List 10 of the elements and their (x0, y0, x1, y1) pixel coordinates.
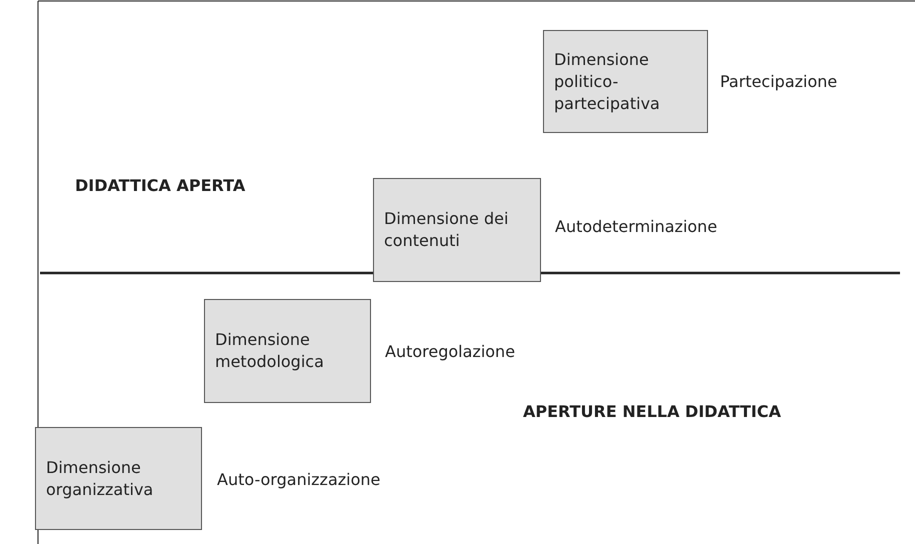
dimension-caption: Auto-organizzazione (217, 470, 380, 489)
dimension-box: Dimensione politico-partecipativa (543, 30, 708, 133)
dimension-caption: Autodeterminazione (555, 217, 718, 236)
dimension-box: Dimensione dei contenuti (373, 178, 541, 282)
dimension-box: Dimensione organizzativa (35, 427, 202, 530)
dimension-caption: Autoregolazione (385, 342, 516, 361)
section-heading: APERTURE NELLA DIDATTICA (523, 402, 781, 421)
dimension-box: Dimensione metodologica (204, 299, 371, 403)
section-heading: DIDATTICA APERTA (75, 176, 246, 195)
dimension-caption: Partecipazione (720, 72, 838, 91)
